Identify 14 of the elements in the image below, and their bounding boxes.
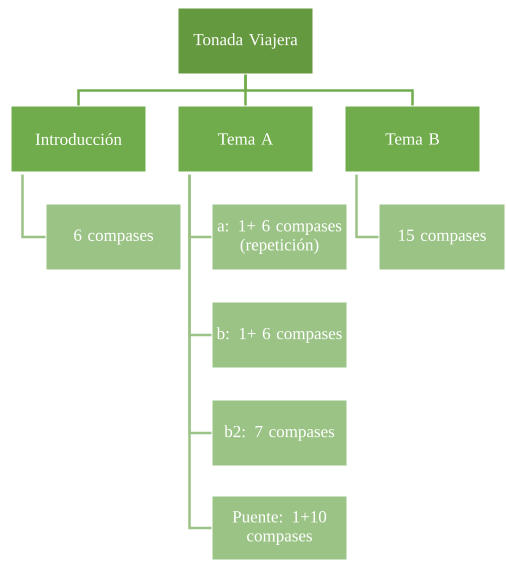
connector-line — [244, 74, 414, 106]
section-box: Tema B — [344, 106, 480, 172]
detail-box: 6 compases — [46, 204, 182, 270]
detail-box: a: 1+ 6 compases (repetición) — [212, 204, 348, 270]
section-box: Tema A — [178, 106, 314, 172]
connector-line — [21, 174, 46, 238]
detail-box: Puente: 1+10 compases — [212, 496, 348, 560]
detail-box: b2: 7 compases — [212, 400, 348, 466]
detail-box: 15 compases — [378, 204, 506, 270]
section-box: Introducción — [10, 106, 146, 172]
title-box: Tonada Viajera — [178, 8, 314, 74]
detail-box: b: 1+ 6 compases — [212, 302, 348, 368]
connector-line — [355, 174, 378, 238]
connector-line — [188, 174, 212, 530]
